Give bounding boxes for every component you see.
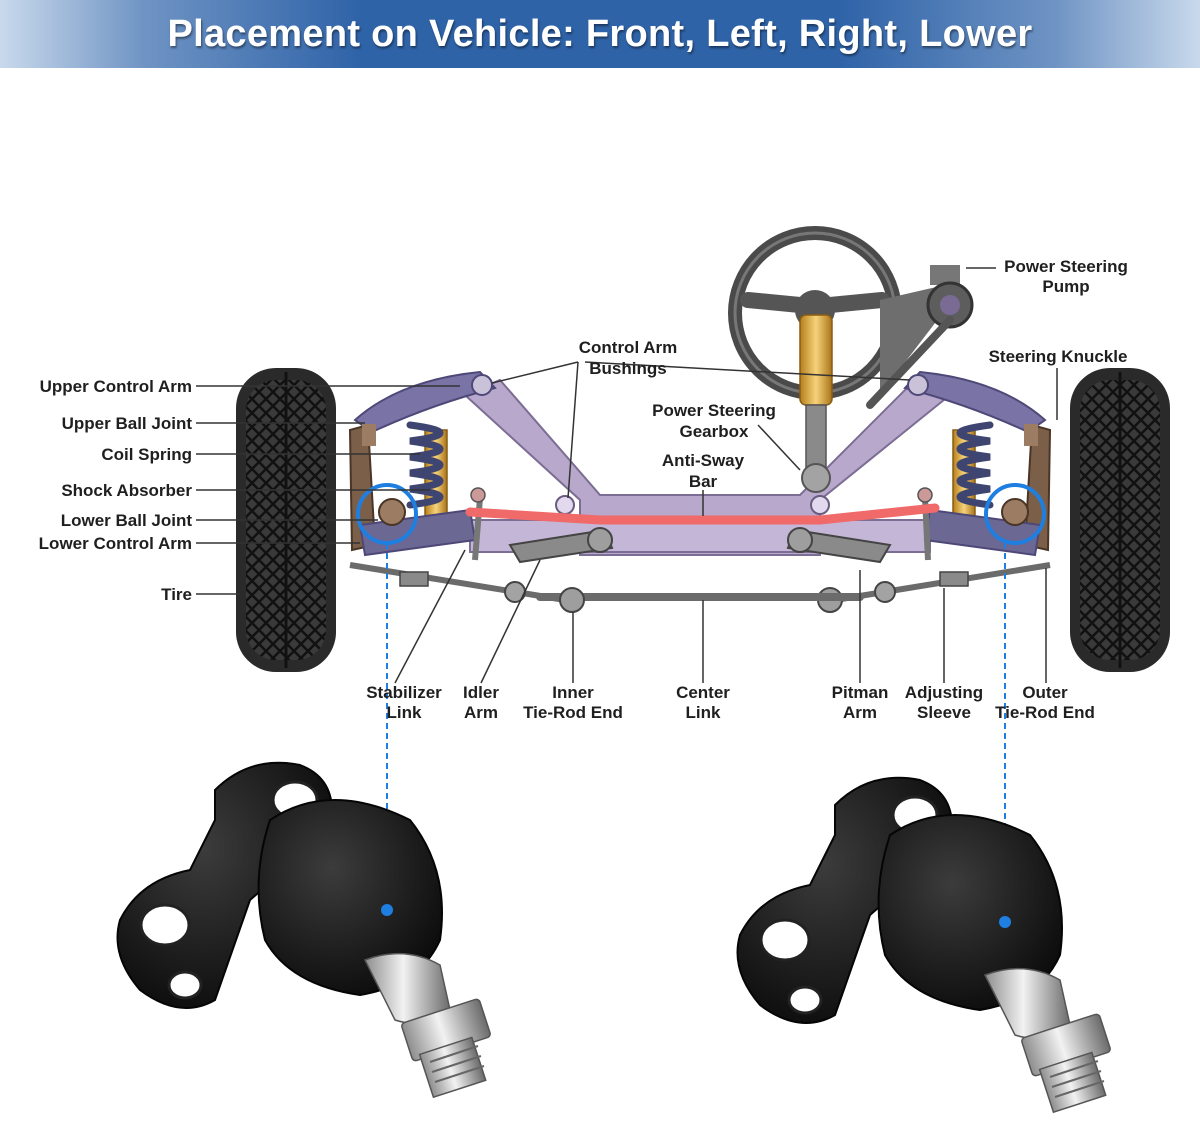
label-power-steering-pump-line2: Pump [1042, 277, 1089, 296]
label-adjusting-sleeve-line1: Adjusting [905, 683, 983, 702]
left-ball-joint-product [116, 761, 491, 1099]
right-highlight-circle [984, 483, 1046, 545]
left-labels: Upper Control Arm Upper Ball Joint Coil … [39, 377, 193, 604]
left-steering-knuckle [348, 423, 377, 552]
top-labels: Control Arm Bushings Power Steering Gear… [579, 257, 1128, 491]
label-stabilizer-link-line1: Stabilizer [366, 683, 442, 702]
label-steering-knuckle: Steering Knuckle [989, 347, 1128, 366]
label-inner-tie-rod-end-line1: Inner [552, 683, 594, 702]
label-control-arm-bushings-line1: Control Arm [579, 338, 678, 357]
leader-lines [196, 267, 1058, 684]
right-upper-control-arm [903, 370, 1047, 434]
label-power-steering-pump-line1: Power Steering [1004, 257, 1128, 276]
pitman-arm [786, 527, 892, 613]
label-idler-arm-line2: Arm [464, 703, 498, 722]
page-title: Placement on Vehicle: Front, Left, Right… [167, 12, 1033, 55]
label-idler-arm-line1: Idler [463, 683, 499, 702]
label-control-arm-bushings-line2: Bushings [589, 359, 666, 378]
label-upper-ball-joint: Upper Ball Joint [62, 414, 193, 433]
label-stabilizer-link-line2: Link [387, 703, 422, 722]
label-adjusting-sleeve-line2: Sleeve [917, 703, 971, 722]
title-banner: Placement on Vehicle: Front, Left, Right… [0, 0, 1200, 68]
center-link [536, 587, 864, 613]
label-tire: Tire [161, 585, 192, 604]
label-center-link-line1: Center [676, 683, 730, 702]
label-anti-sway-bar-line2: Bar [689, 472, 718, 491]
label-outer-tie-rod-end-line2: Tie-Rod End [995, 703, 1095, 722]
right-ball-joint-marker [999, 916, 1011, 928]
label-upper-control-arm: Upper Control Arm [40, 377, 192, 396]
label-anti-sway-bar-line1: Anti-Sway [662, 451, 745, 470]
label-pitman-arm-line2: Arm [843, 703, 877, 722]
right-ball-joint-product [736, 776, 1111, 1114]
steering-column [799, 314, 833, 493]
label-power-steering-gearbox-line1: Power Steering [652, 401, 776, 420]
label-lower-ball-joint: Lower Ball Joint [61, 511, 193, 530]
label-pitman-arm-line1: Pitman [832, 683, 889, 702]
label-coil-spring: Coil Spring [101, 445, 192, 464]
label-shock-absorber: Shock Absorber [61, 481, 192, 500]
left-ball-joint-marker [381, 904, 393, 916]
left-lower-ball-joint [378, 498, 406, 526]
idler-arm [508, 527, 614, 564]
label-lower-control-arm: Lower Control Arm [39, 534, 192, 553]
label-center-link-line2: Link [686, 703, 721, 722]
label-outer-tie-rod-end-line1: Outer [1022, 683, 1068, 702]
left-upper-control-arm [353, 370, 497, 434]
power-steering-pump [866, 265, 974, 409]
bottom-labels: Stabilizer Link Idler Arm Inner Tie-Rod … [366, 683, 1095, 722]
label-power-steering-gearbox-line2: Gearbox [680, 422, 750, 441]
right-tire [1070, 368, 1170, 672]
right-lower-ball-joint [1001, 498, 1029, 526]
anti-sway-bar [465, 503, 940, 525]
right-coil-spring [952, 421, 994, 521]
label-inner-tie-rod-end-line2: Tie-Rod End [523, 703, 623, 722]
